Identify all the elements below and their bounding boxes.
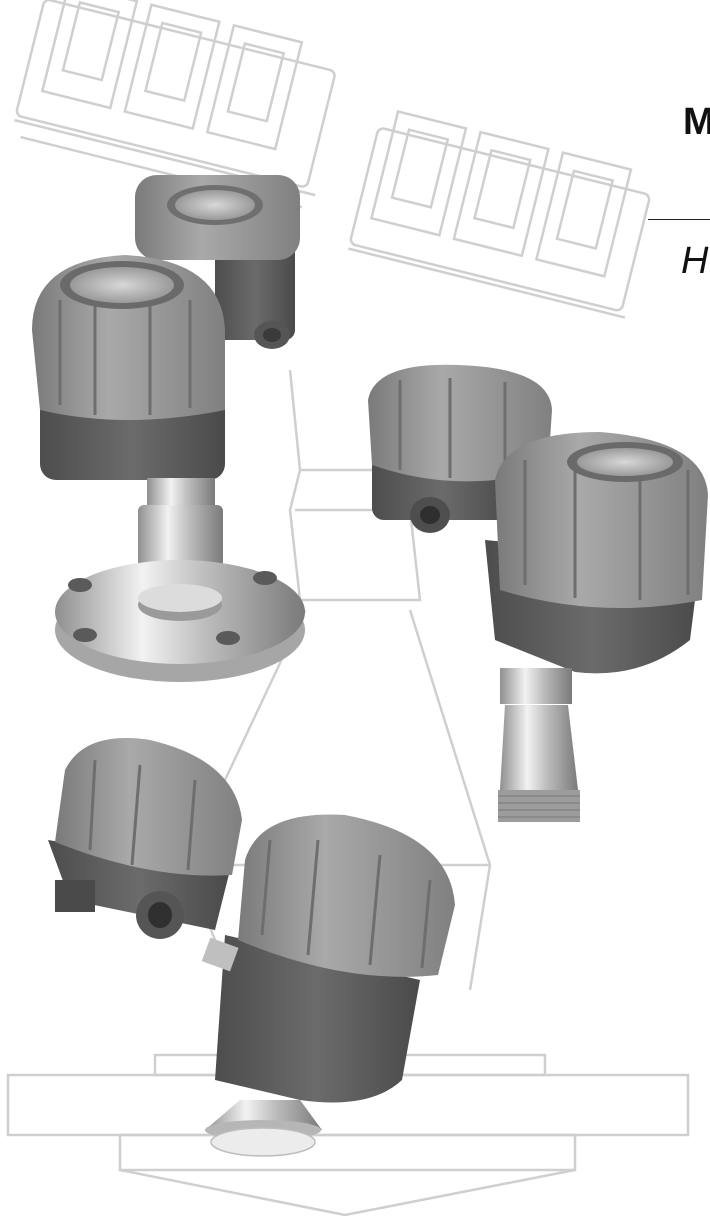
page-subtitle: H <box>681 240 709 282</box>
transmitter-with-cone-antenna <box>48 738 455 1157</box>
page-title: M <box>683 101 710 143</box>
title-divider <box>648 219 710 220</box>
background-line-drawing <box>6 0 690 1217</box>
transmitter-with-threaded-probe <box>368 364 708 822</box>
transmitter-with-flange <box>32 175 305 682</box>
